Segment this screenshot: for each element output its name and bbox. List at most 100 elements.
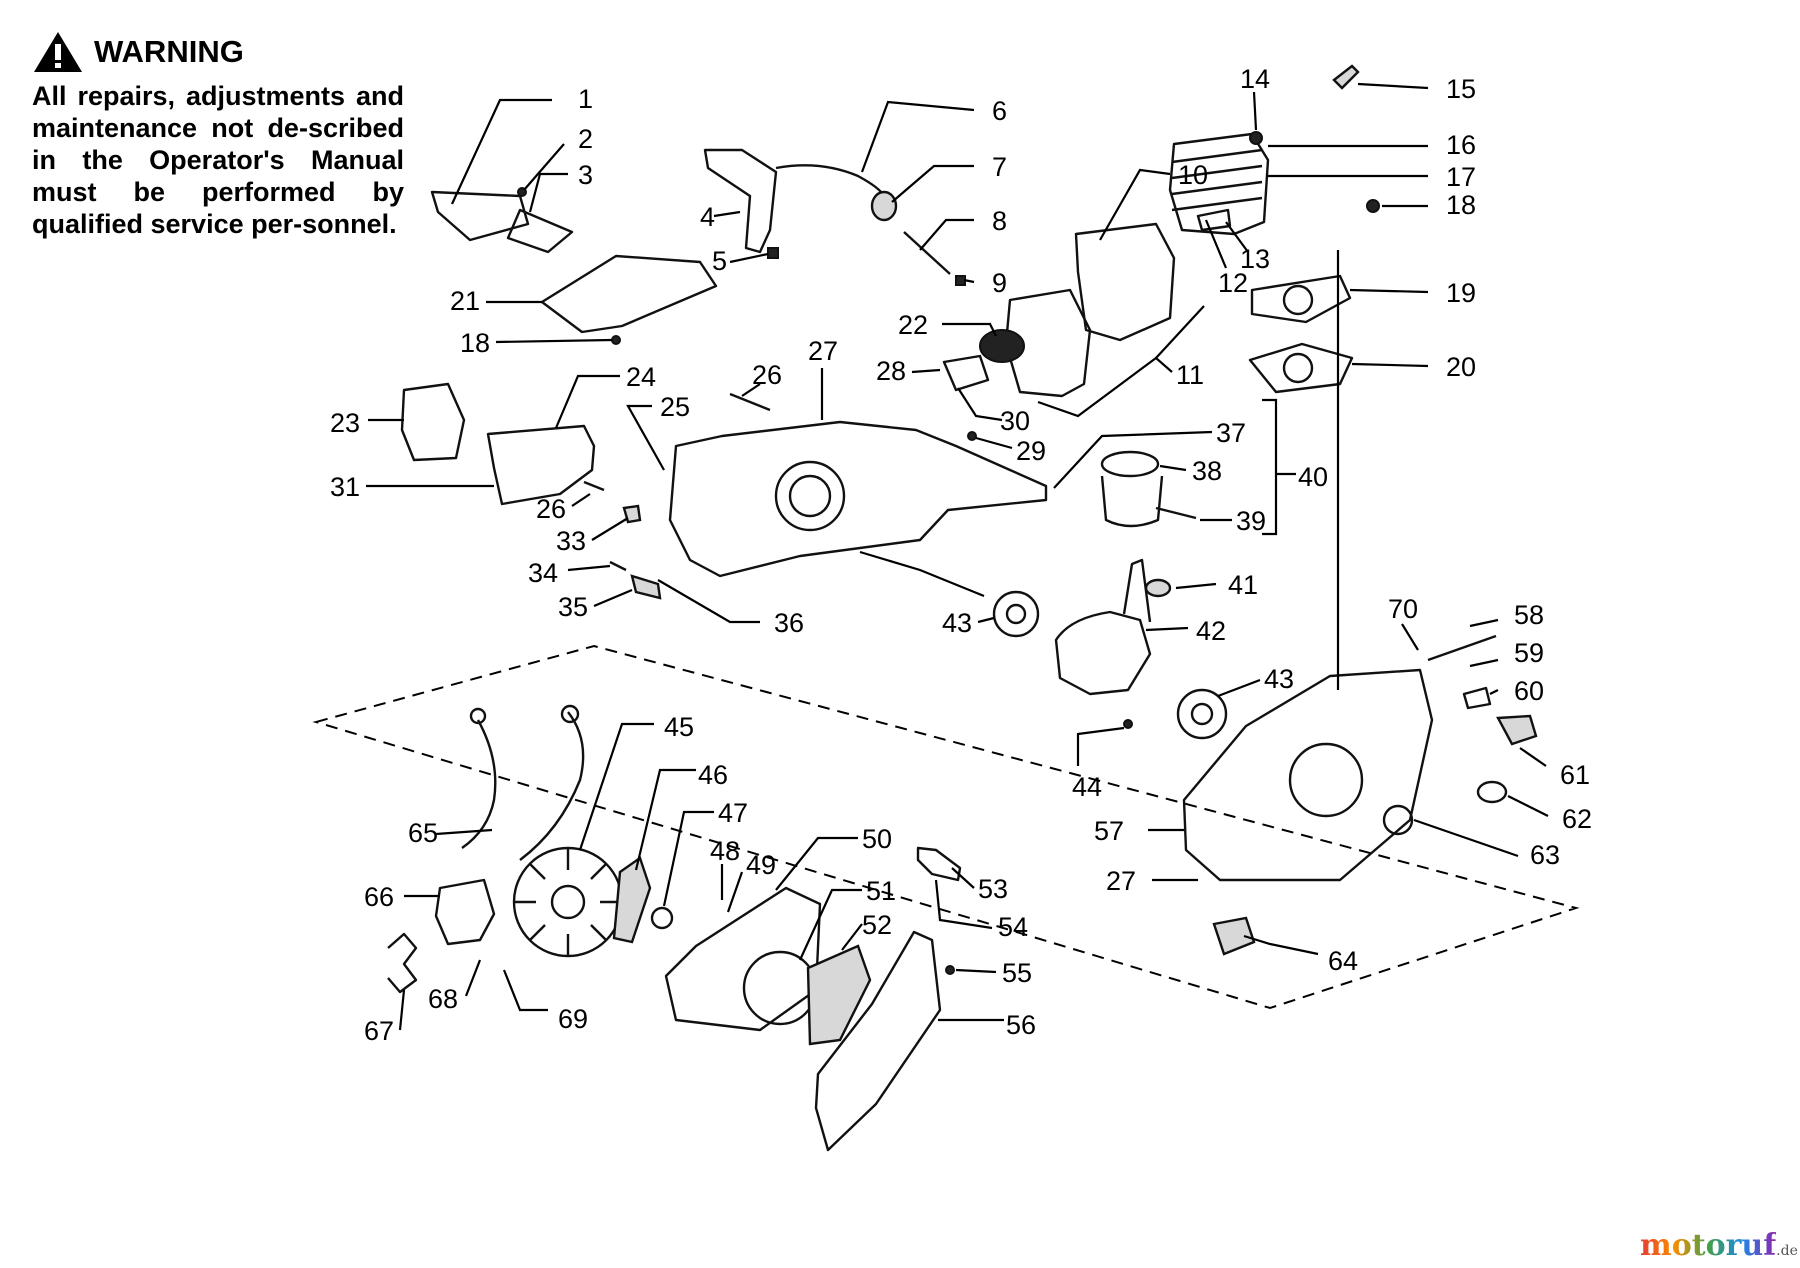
leader-26b [571,493,591,507]
part-65-cap [469,707,487,725]
part-18b-shape [611,335,621,345]
leader-33 [591,517,629,541]
callout-40: 40 [1298,462,1328,492]
leader-45 [578,722,654,851]
callout-43b: 43 [1264,664,1294,694]
callout-64: 64 [1328,946,1358,976]
part-38-shape [1100,450,1160,478]
callout-18b: 18 [460,328,490,358]
callout-65: 65 [408,818,438,848]
callout-62: 62 [1562,804,1592,834]
callout-3: 3 [578,160,593,190]
leader-2 [523,143,565,191]
part-28-shape [942,354,990,392]
leader-43a [977,616,995,624]
callout-59: 59 [1514,638,1544,668]
leader-61 [1519,747,1547,767]
part-31-shape [486,424,596,506]
leader-40 [1262,398,1296,536]
callout-27b: 27 [1106,866,1136,896]
watermark-domain: .de [1776,1243,1798,1259]
callout-21: 21 [450,286,480,316]
part-46-shape [612,856,652,944]
leader-12 [1204,219,1228,269]
part-63-shape [1382,804,1414,836]
part-27-bore [774,460,846,532]
leader-19 [1349,288,1429,294]
leader-55 [955,968,997,974]
leader-65 [435,828,493,836]
part-45-wire [519,711,585,861]
callout-22: 22 [898,310,928,340]
callout-68: 68 [428,984,458,1014]
callout-6: 6 [992,96,1007,126]
leader-11b [1155,305,1205,359]
part-27-shape [668,420,1048,578]
leader-6 [860,100,975,173]
part-17-fins [1171,148,1263,212]
callout-11: 11 [1176,360,1204,390]
part-12-13-shape [1196,208,1232,232]
leader-60 [1489,689,1499,695]
callout-50: 50 [862,824,892,854]
leader-4 [713,210,741,218]
leader-50 [775,836,858,891]
callout-20: 20 [1446,352,1476,382]
leader-35 [593,588,633,608]
part-9-shape [955,275,966,286]
callout-49: 49 [746,850,776,880]
leader-64 [1243,934,1319,956]
callout-17: 17 [1446,162,1476,192]
callout-45: 45 [664,712,694,742]
leader-22 [942,322,997,337]
part-43b-shape [1176,688,1228,740]
part-27-bore-inner [788,474,832,518]
part-7-shape [870,190,898,222]
part-4-shape [703,148,778,254]
part-34-shape [609,560,627,572]
warning-heading: WARNING [32,30,404,74]
leader-25 [626,404,665,471]
part-29-shape [967,431,977,441]
callout-33: 33 [556,526,586,556]
part-56-shape [814,930,942,1152]
callout-55: 55 [1002,958,1032,988]
callout-26a: 26 [752,360,782,390]
leader-62 [1507,795,1549,817]
part-51-shape [742,950,818,1026]
part-43a-inner [1005,603,1027,625]
leader-52 [841,923,863,951]
callout-36: 36 [774,608,804,638]
callout-57: 57 [1094,816,1124,846]
callout-25: 25 [660,392,690,422]
part-23-shape [400,382,466,462]
callout-34: 34 [528,558,558,588]
leader-36 [657,579,760,624]
warning-notice: WARNING All repairs, adjustments and mai… [32,30,404,240]
callout-4: 4 [700,202,715,232]
callout-14: 14 [1240,64,1270,94]
callout-41: 41 [1228,570,1258,600]
part-44-shape [1123,719,1133,729]
leader-8 [919,218,974,251]
part-22-shape [979,329,1025,363]
part-3-shape [506,208,574,254]
part-64-shape [1212,916,1256,956]
leader-36b [859,550,985,598]
assembly-boundary [312,644,1580,1010]
leader-15 [1357,82,1429,90]
part-57-shape [1182,668,1434,882]
part-65-shape [461,719,497,849]
leader-10 [1099,168,1171,241]
callout-48: 48 [710,836,740,866]
leader-54 [934,879,993,930]
callout-19: 19 [1446,278,1476,308]
part-20-shape [1248,342,1354,394]
part-67-shape [387,932,418,994]
callout-47: 47 [718,798,748,828]
callout-58: 58 [1514,600,1544,630]
leader-29 [975,436,1013,450]
leader-41 [1175,582,1217,590]
leader-14 [1252,91,1258,131]
